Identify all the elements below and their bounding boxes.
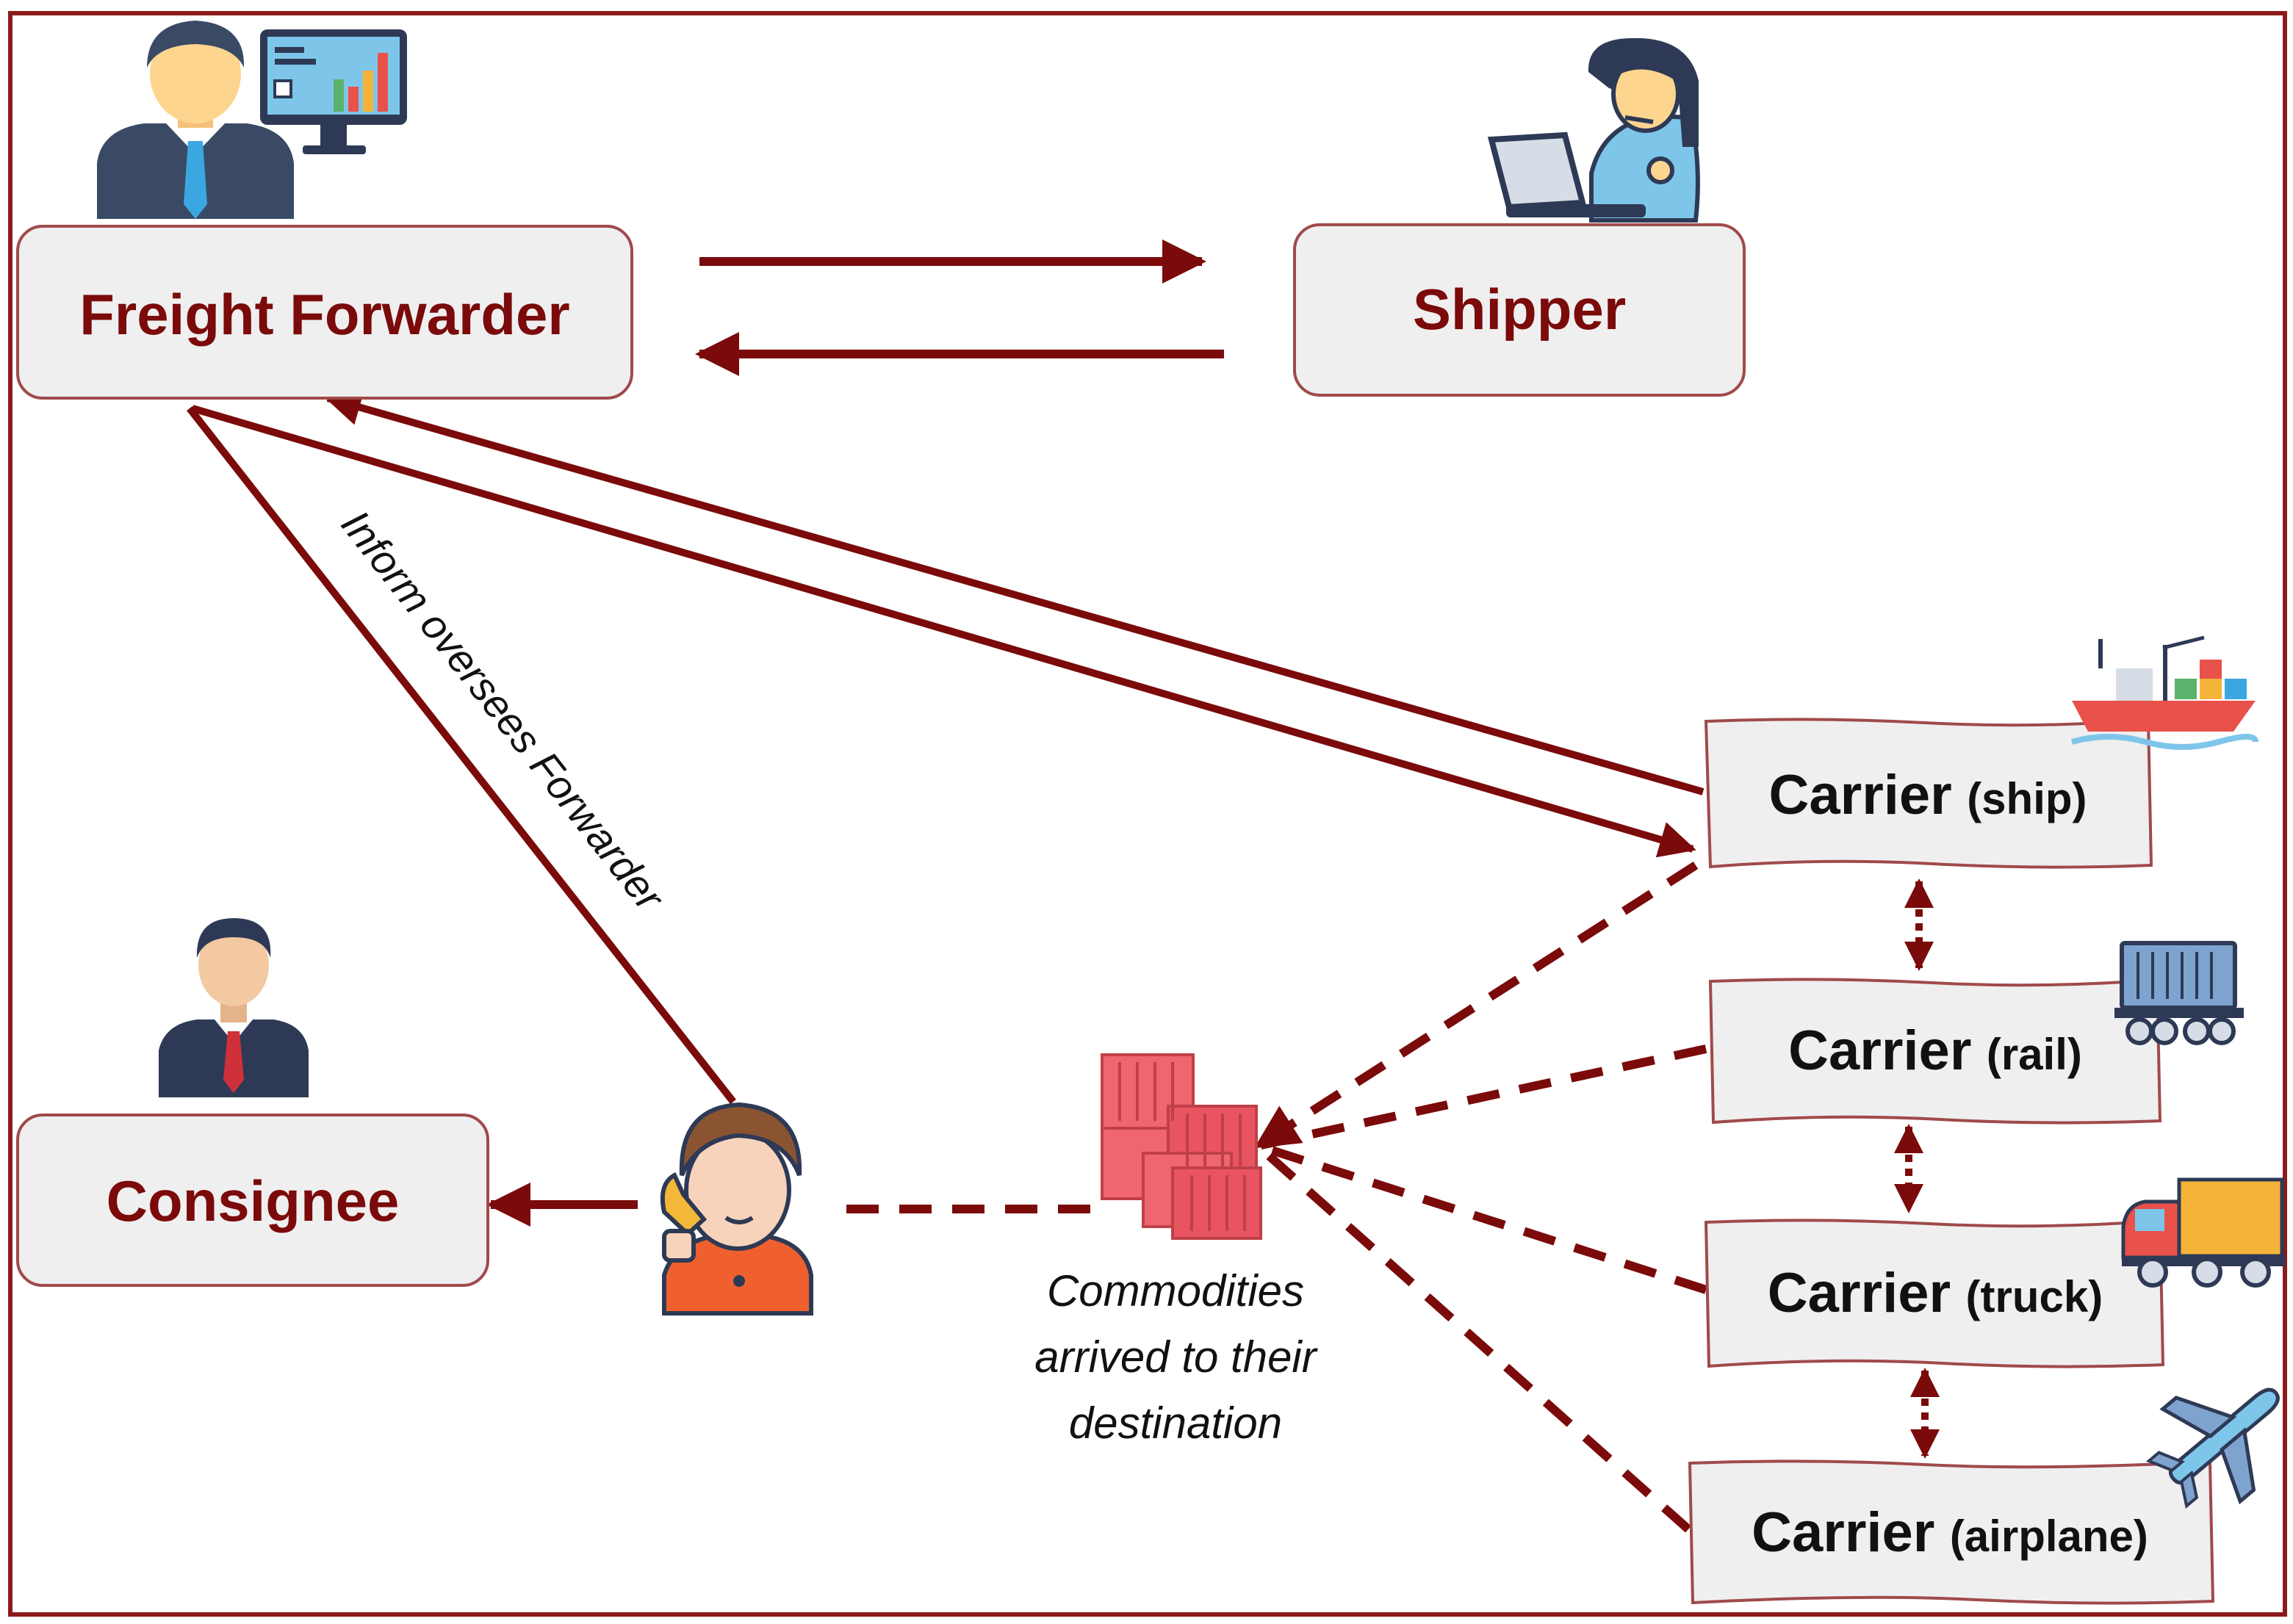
freight-forwarder-label: Freight Forwarder [79,282,569,347]
carrier-truck-node: Carrier (truck) [1704,1219,2165,1368]
businessman-icon [159,918,309,1097]
consignee-node: Consignee [16,1114,489,1287]
carrier-truck-mode: (truck) [1966,1272,2103,1321]
carrier-rail-mode: (rail) [1987,1030,2082,1079]
dashed-rail-carrier-to-containers [1256,1044,1707,1150]
freight-forwarder-node: Freight Forwarder [16,225,633,400]
arrow-ship-carrier-to-forwarder [324,389,1705,795]
dashed-airplane-carrier-to-containers [1255,1142,1691,1533]
support-agent-laptop-icon [1487,37,1700,223]
connectors [187,239,1940,1533]
carrier-airplane-mode: (airplane) [1950,1512,2148,1561]
svg-text:Carrier (airplane): Carrier (airplane) [1752,1501,2148,1564]
commodities-line-2: arrived to their [1034,1332,1318,1382]
line-operator-to-forwarder [187,405,736,1105]
dashed-ship-carrier-to-containers [1253,861,1699,1150]
commodities-label: Commodities arrived to their destination [1034,1266,1318,1448]
containers-icon [1101,1053,1262,1240]
svg-text:Carrier (truck): Carrier (truck) [1768,1262,2103,1324]
carrier-airplane-node: Carrier (airplane) [1688,1459,2215,1605]
carrier-airplane-word: Carrier [1752,1501,1934,1564]
airplane-icon [2145,1387,2280,1509]
commodities-line-3: destination [1069,1399,1282,1448]
outer-frame [8,11,2287,1617]
dashed-truck-carrier-to-containers [1256,1141,1707,1294]
consignee-label: Consignee [107,1169,400,1233]
svg-text:Carrier (rail): Carrier (rail) [1788,1019,2082,1082]
truck-icon [2121,1177,2285,1288]
commodities-line-1: Commodities [1047,1266,1304,1316]
shipper-node: Shipper [1293,223,1746,397]
cargo-ship-icon [2070,635,2258,750]
carrier-rail-word: Carrier [1788,1019,1971,1082]
inform-label: Inform oversees Forwarder [333,502,674,920]
carrier-ship-word: Carrier [1768,764,1951,826]
carrier-truck-word: Carrier [1768,1262,1951,1324]
shipper-label: Shipper [1413,277,1626,342]
phone-operator-icon [660,1102,813,1316]
carrier-ship-node: Carrier (ship) [1704,718,2153,869]
arrow-forwarder-to-ship-carrier [191,405,1696,858]
businessman-computer-icon [97,21,407,219]
carrier-rail-node: Carrier (rail) [1708,978,2162,1125]
freight-train-icon [2114,941,2244,1045]
carrier-ship-mode: (ship) [1967,774,2087,823]
svg-text:Carrier (ship): Carrier (ship) [1768,764,2087,826]
